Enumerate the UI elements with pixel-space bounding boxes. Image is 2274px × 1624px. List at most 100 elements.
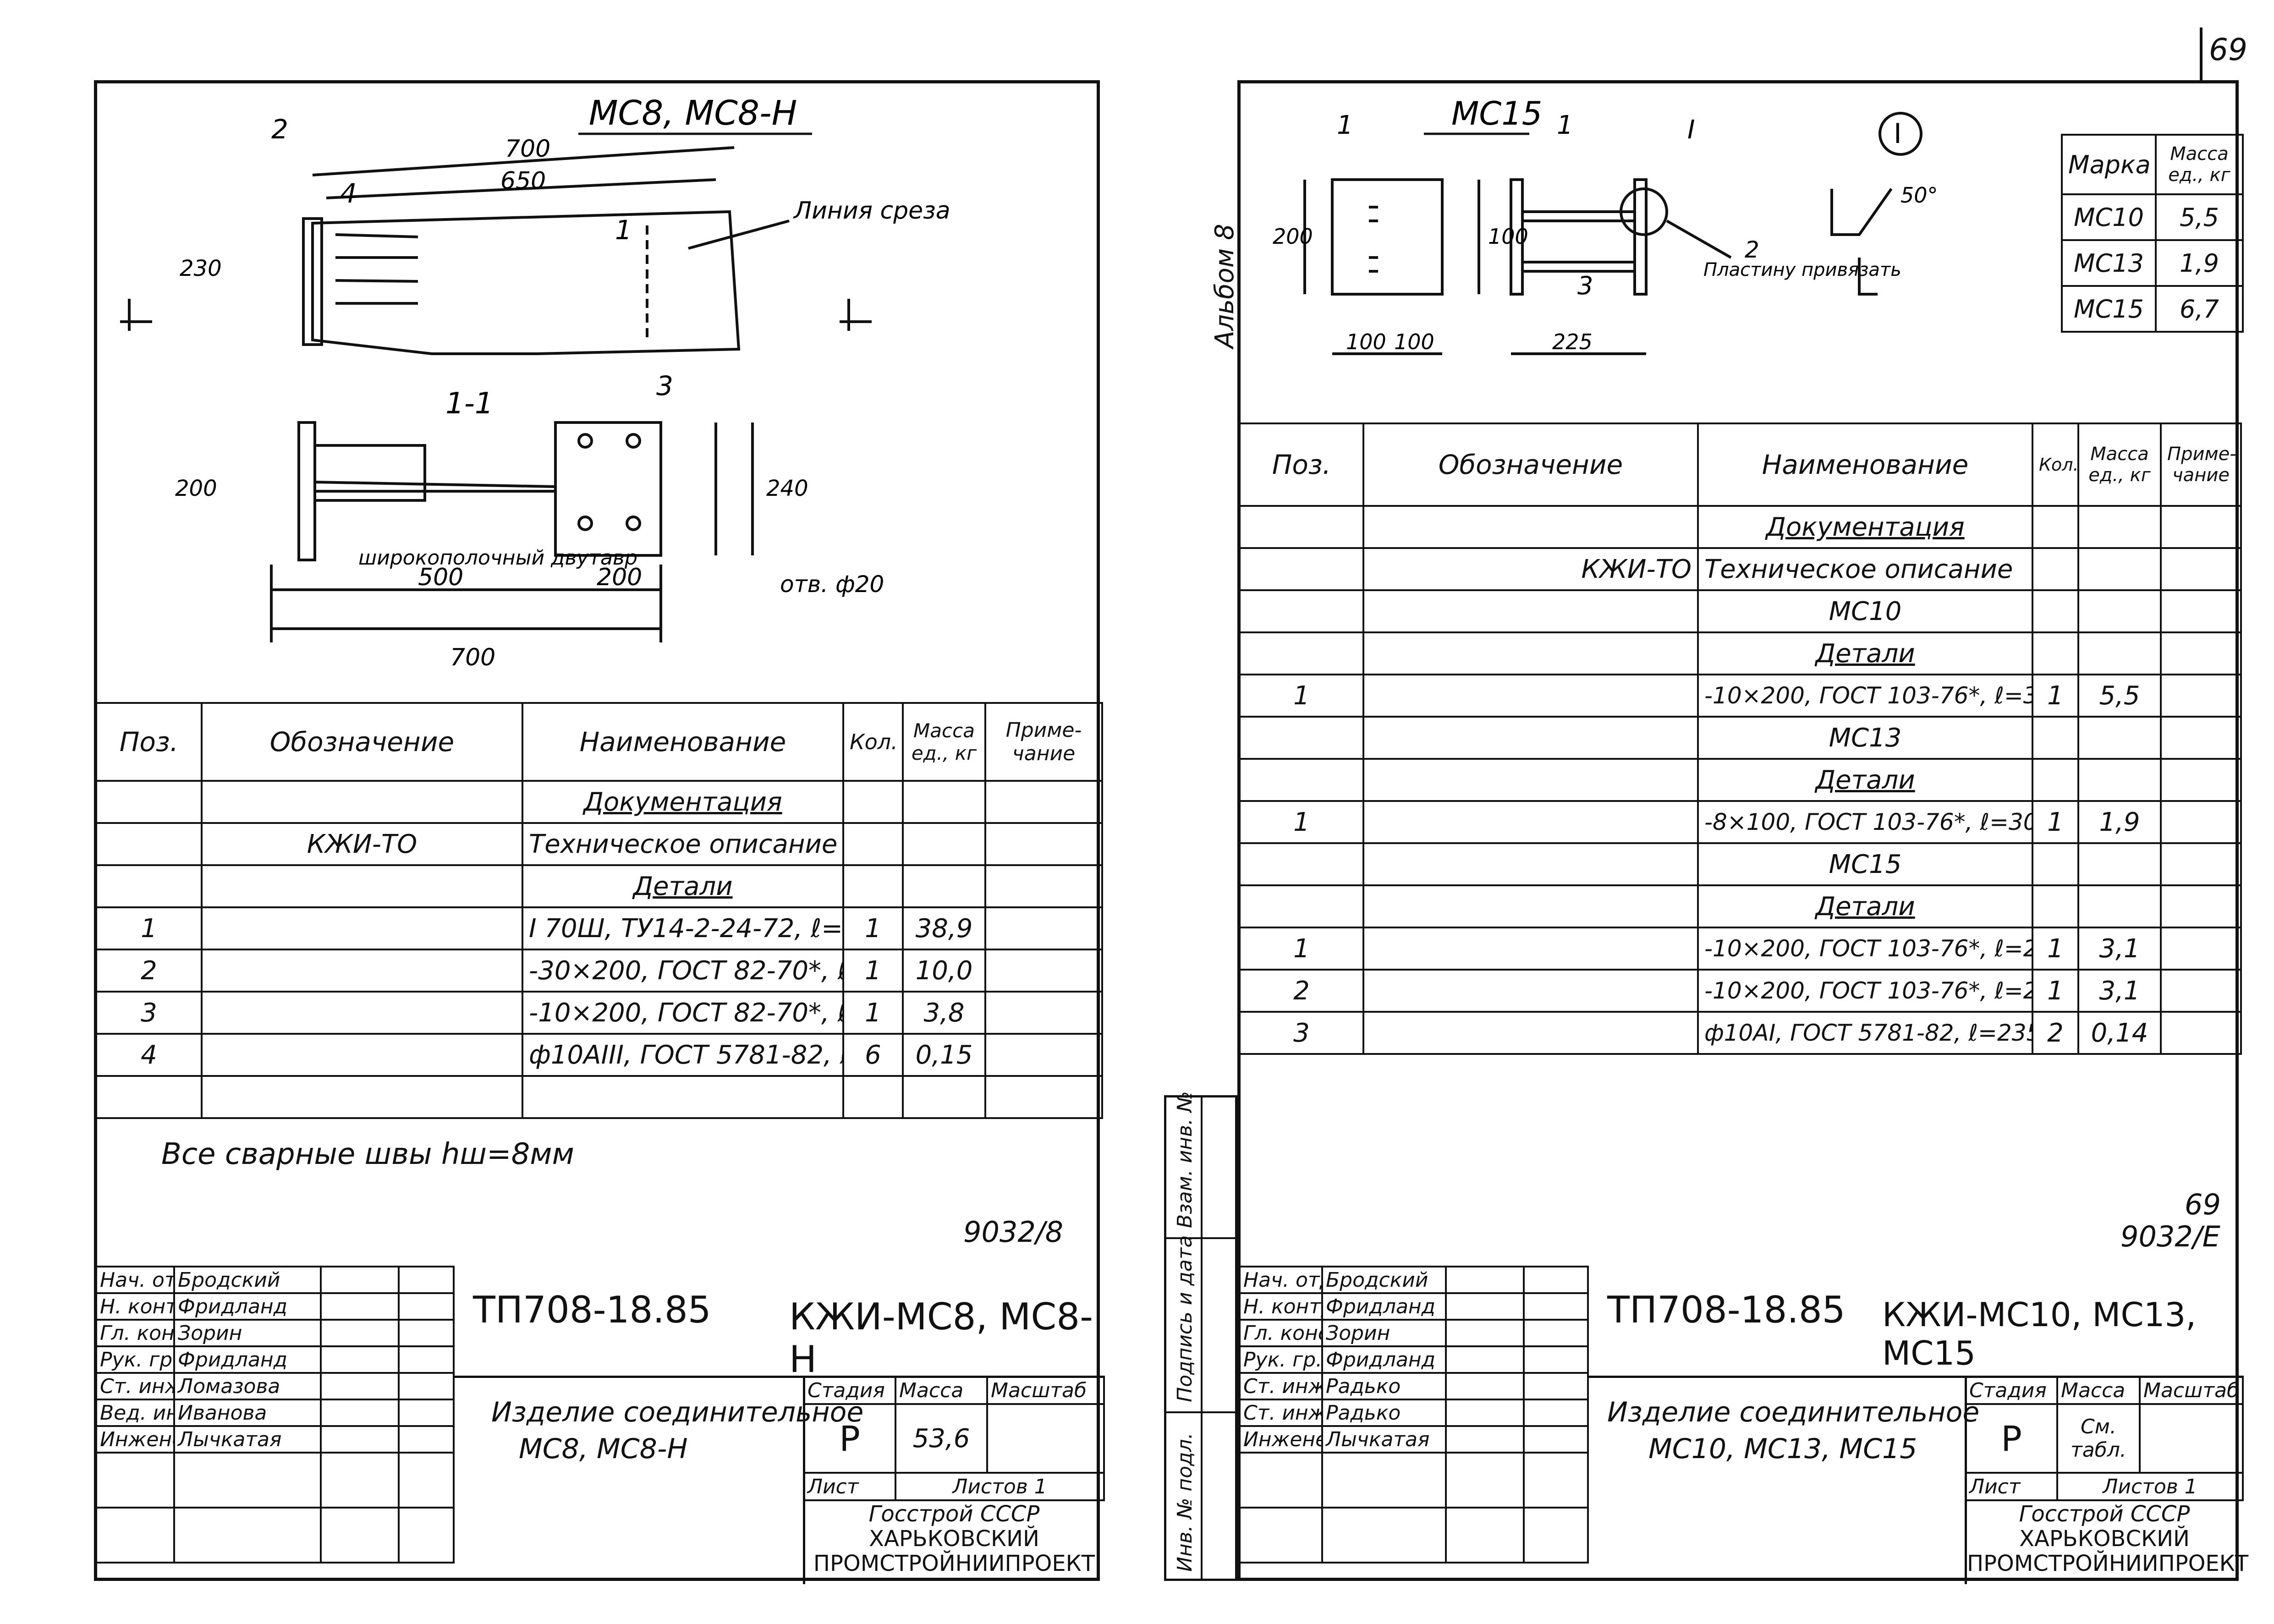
plate-1-side (1510, 178, 1524, 296)
project-code: ТП708-18.85 (473, 1289, 711, 1331)
spec-header-row: Поз. Обозначение Наименование Кол. Масса… (95, 702, 1103, 782)
table-row: Детали (1239, 758, 2242, 802)
end-plate-top (302, 217, 323, 346)
dim-100-a: 100 (1346, 329, 1386, 354)
dim-650: 650 (500, 167, 546, 195)
mc15-drawing: МС15 I I 50° Пластину привязать 1 1 2 3 … (1273, 95, 1938, 355)
pos-1-side: 1 (1557, 110, 1573, 140)
table-row: Документация (95, 780, 1103, 824)
hdr-qty: Кол. (842, 702, 904, 782)
doc-ref: 9032/8 (963, 1215, 1064, 1249)
left-tb-hline1 (453, 1376, 1103, 1378)
table-row (95, 1075, 1103, 1119)
angle-label: 50° (1900, 183, 1938, 208)
plate-note: Пластину привязать (1703, 259, 1901, 280)
table-row: Детали (1239, 884, 2242, 928)
beam-top-view (311, 210, 741, 355)
hdr-designation: Обозначение (201, 702, 523, 782)
end-plate-section (297, 421, 316, 561)
pos-2-label: 2 (271, 114, 288, 145)
table-row: 3-10×200, ГОСТ 82-70*, ℓ=24013,8 (95, 991, 1103, 1035)
side-label-inventory: Инв. № подл. (1173, 1432, 1197, 1572)
org-block: Госстрой СССР ХАРЬКОВСКИЙ ПРОМСТРОЙНИИПР… (813, 1501, 1095, 1576)
plate-2-side (1633, 178, 1648, 296)
right-tb-hline1 (1587, 1376, 2242, 1378)
left-spec-table: Поз. Обозначение Наименование Кол. Масса… (95, 702, 1103, 1119)
spec-header-row: Поз. Обозначение Наименование Кол. Масса… (1239, 422, 2242, 507)
pos-1-label: 1 (615, 214, 632, 246)
hdr-name: Наименование (522, 702, 844, 782)
dim-500: 500 (418, 564, 463, 591)
dim-100-b: 100 (1394, 329, 1434, 354)
side-divider-h1 (1164, 1237, 1237, 1239)
table-row: Документация (1239, 505, 2242, 549)
dim-100-side: 100 (1488, 224, 1528, 249)
dim-240: 240 (766, 476, 808, 501)
org-block-right: Госстрой СССР ХАРЬКОВСКИЙ ПРОМСТРОЙНИИПР… (1967, 1501, 2249, 1576)
table-row: МС13 (1239, 716, 2242, 760)
mc15-title: МС15 (1451, 95, 1542, 132)
dim-700-top: 700 (505, 135, 550, 163)
drawing-title: МС8, МС8-Н (589, 93, 797, 133)
side-divider-h2 (1164, 1411, 1237, 1413)
table-row: МС10 (1239, 589, 2242, 633)
pos-1-front: 1 (1337, 110, 1353, 140)
hdr-mass: Масса ед., кг (902, 702, 986, 782)
table-row: 1I 70Ш, ТУ14-2-24-72, ℓ=230138,9 (95, 906, 1103, 950)
doc-ref-right: 9032/E (2120, 1220, 2220, 1253)
album-label: Альбом 8 (1210, 224, 1240, 348)
detail-mark: I (1894, 118, 1902, 150)
table-row: 2-30×200, ГОСТ 82-70*, ℓ=210110,0 (95, 949, 1103, 993)
section-label: 1-1 (445, 387, 494, 421)
pos-4-label: 4 (340, 178, 357, 209)
right-spec-table: Поз. Обозначение Наименование Кол. Масса… (1239, 422, 2242, 1055)
bars-section (313, 444, 426, 502)
beam-label: широкополочный двутавр (358, 546, 637, 570)
mc8-drawing: МС8, МС8-Н 1-1 Линия среза широкополочны… (120, 93, 950, 671)
table-row: Детали (1239, 631, 2242, 675)
cut-line-label: Линия среза (793, 197, 950, 225)
page-number: 69 (2209, 32, 2247, 67)
dim-200: 200 (1273, 224, 1313, 249)
side-divider (1201, 1095, 1203, 1581)
page-number-sheet: 69 (2185, 1188, 2221, 1221)
doc-mark: КЖИ-МС8, МС8-Н (789, 1295, 1093, 1381)
hdr-pos: Поз. (95, 702, 203, 782)
dim-230: 230 (180, 256, 222, 281)
hdr-note: Приме-чание (984, 702, 1103, 782)
table-row: МС15 (1239, 842, 2242, 886)
dim-700-bottom: 700 (450, 644, 495, 671)
left-sheet: МС8, МС8-Н 1-1 Линия среза широкополочны… (94, 80, 1105, 1584)
page-number-frame (2200, 27, 2203, 82)
right-sheet: МС15 I I 50° Пластину привязать 1 1 2 3 … (1237, 80, 2249, 1584)
hole-label: отв. ф20 (780, 571, 884, 598)
side-label-replace: Взам. инв. № (1173, 1091, 1197, 1228)
pos-3-label: 3 (656, 370, 673, 401)
left-title-roles: Нач. отд.Бродский Н. контр.Фридланд Гл. … (95, 1266, 455, 1564)
product-name: Изделие соединительное МС8, МС8-Н (491, 1396, 864, 1465)
pos-2-label: 2 (1745, 236, 1759, 263)
product-name-right: Изделие соединительное МС10, МС13, МС15 (1607, 1396, 1980, 1465)
dim-200-section: 200 (175, 476, 217, 501)
dim-225: 225 (1552, 329, 1593, 354)
table-row: Детали (95, 864, 1103, 908)
pos-3-label: 3 (1577, 271, 1593, 300)
project-code-right: ТП708-18.85 (1607, 1289, 1846, 1331)
detail-callout: I (1687, 115, 1695, 145)
side-label-signature: Подпись и дата (1173, 1235, 1197, 1402)
plate-1-front (1331, 178, 1444, 296)
weld-note: Все сварные швы hш=8мм (161, 1137, 574, 1171)
